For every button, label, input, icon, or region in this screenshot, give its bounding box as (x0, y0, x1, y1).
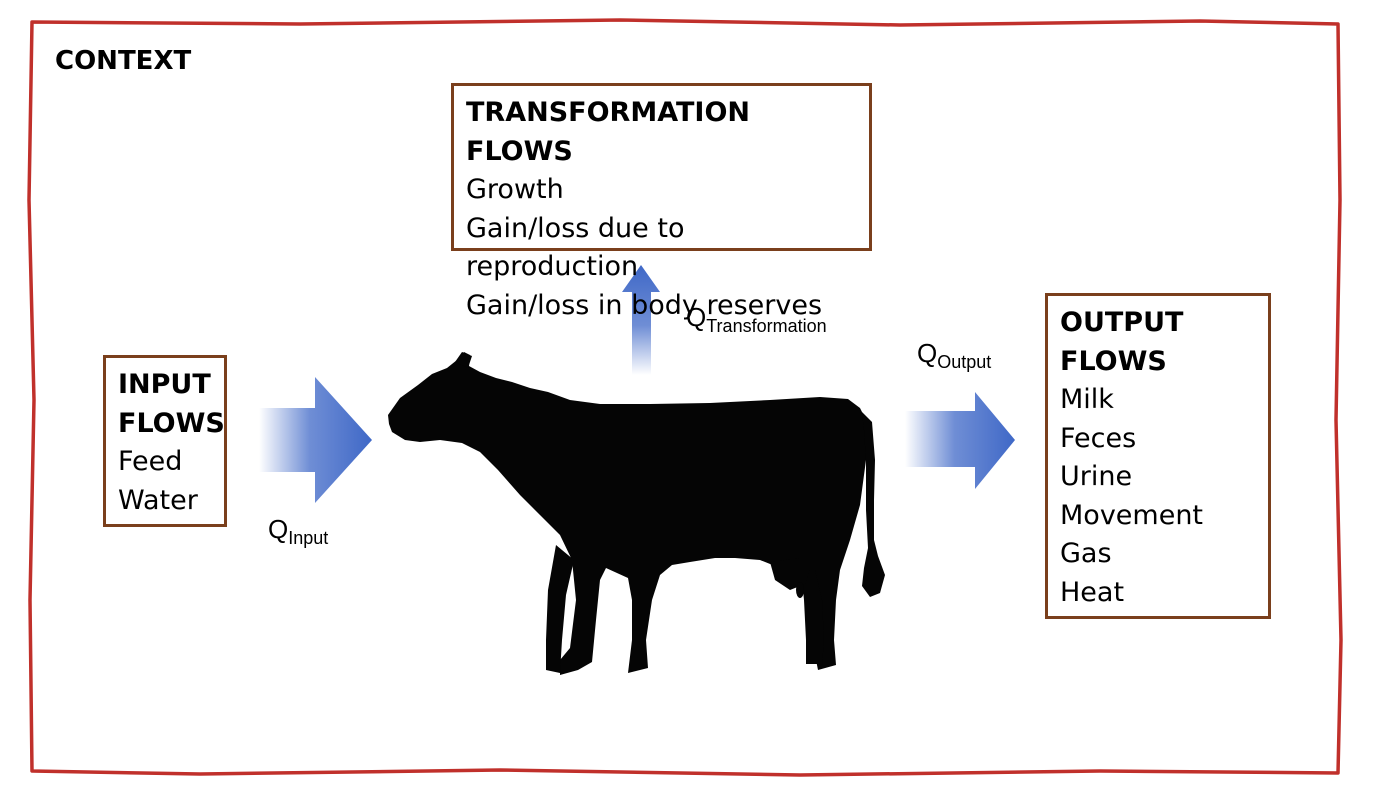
transformation-flows-box: TRANSFORMATION FLOWS Growth Gain/loss du… (451, 83, 872, 321)
output-flows-box: OUTPUT FLOWS Milk Feces Urine Movement G… (1045, 293, 1271, 619)
output-flow-arrow (905, 392, 1015, 489)
output-title-line1: OUTPUT (1060, 307, 1184, 338)
input-title-line1: INPUT (118, 369, 211, 400)
q-output-label: QOutput (917, 338, 991, 373)
transformation-item-reproduction: Gain/loss due to reproduction (466, 212, 685, 283)
q-transformation-sub: Transformation (706, 316, 827, 336)
input-item-feed: Feed (118, 446, 183, 477)
input-flows-box: INPUT FLOWS Feed Water (103, 355, 227, 527)
q-input-label: QInput (268, 514, 328, 549)
transformation-item-body-reserves: Gain/loss in body reserves (466, 289, 823, 321)
context-title: CONTEXT (55, 46, 192, 76)
q-input-sub: Input (288, 528, 329, 548)
transformation-flow-arrow (622, 265, 660, 375)
output-item-gas: Gas (1060, 538, 1112, 569)
input-flow-arrow (259, 377, 372, 503)
transformation-title: TRANSFORMATION FLOWS (466, 97, 751, 167)
output-item-movement: Movement (1060, 499, 1204, 531)
output-item-heat: Heat (1060, 576, 1125, 608)
q-input-main: Q (268, 514, 289, 544)
q-transformation-label: QTransformation (686, 302, 827, 337)
q-transformation-main: Q (686, 302, 707, 332)
input-item-water: Water (118, 484, 198, 516)
output-item-urine: Urine (1060, 461, 1133, 492)
context-frame (27, 18, 1343, 777)
q-output-main: Q (917, 338, 938, 368)
output-item-milk: Milk (1060, 384, 1114, 415)
q-output-sub: Output (937, 352, 992, 372)
input-title-line2: FLOWS (118, 407, 225, 439)
output-item-feces: Feces (1060, 422, 1137, 454)
transformation-item-growth: Growth (466, 174, 564, 205)
cow-silhouette-icon (388, 352, 885, 675)
output-title-line2: FLOWS (1060, 345, 1167, 377)
